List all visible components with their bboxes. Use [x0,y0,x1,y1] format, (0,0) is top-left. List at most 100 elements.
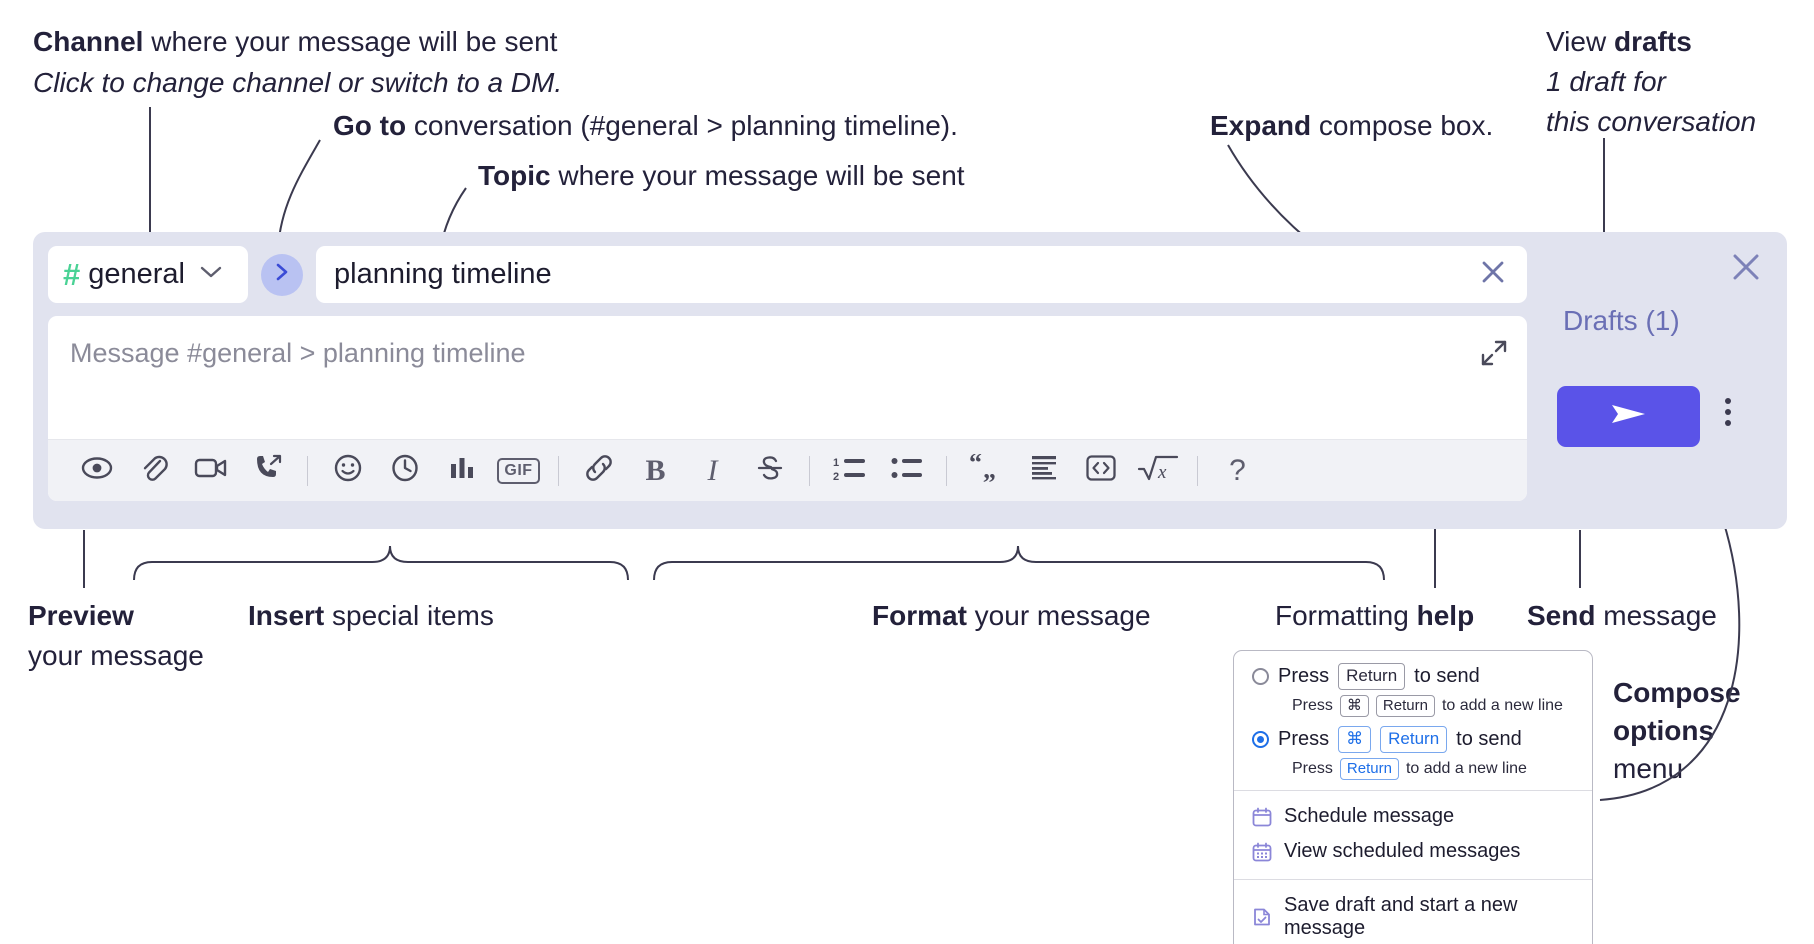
code-block-button[interactable] [1015,447,1072,495]
code-brackets-icon [1085,453,1117,488]
ordered-list-button[interactable]: 1 2 [821,447,878,495]
send-button[interactable] [1557,386,1700,447]
annotation-expand-bold: Expand [1210,110,1312,141]
annotation-compose-line3: menu [1613,752,1684,784]
annotation-send: Send message [1527,598,1717,634]
document-check-icon [1252,907,1272,927]
option1-sub-press: Press [1292,697,1333,715]
italic-button[interactable]: I [684,447,741,495]
inline-code-button[interactable] [1072,447,1129,495]
emoji-button[interactable] [319,447,376,495]
annotation-channel-bold: Channel [33,26,144,57]
annotation-format-bold: Format [872,600,967,631]
option1-sub-key-return: Return [1375,694,1435,718]
link-button[interactable] [570,447,627,495]
drafts-link[interactable]: Drafts (1) [1563,305,1680,336]
separator-1 [307,455,308,486]
menu-divider-1 [1234,790,1592,792]
radio-return[interactable] [1252,667,1269,685]
annotation-goto: Go to conversation (#general > planning … [333,108,958,144]
annotation-send-bold: Send [1527,600,1596,631]
annotation-preview: Preview your message [28,598,204,674]
chevron-right-icon [274,262,290,287]
quote-icon: “ „ [969,448,1005,487]
menu-item-label: Save draft and start a new message [1284,894,1518,940]
annotation-format: Format your message [872,598,1151,634]
bold-icon: B [645,453,666,487]
annotation-drafts-line2: 1 draft for [1546,65,1666,97]
attach-button[interactable] [125,447,182,495]
ordered-list-icon: 1 2 [833,454,867,487]
annotation-drafts-line3: this conversation [1546,105,1757,137]
separator-5 [1197,455,1198,486]
option1-sub-tail: to add a new line [1441,697,1563,715]
question-mark-icon: ? [1229,453,1246,487]
clock-icon [390,453,420,488]
math-button[interactable]: x [1129,447,1186,495]
annotation-format-rest: your message [966,600,1151,631]
separator-2 [558,455,559,486]
expand-compose-button[interactable] [1479,338,1509,373]
annotation-insert-bold: Insert [248,600,325,631]
svg-text:x: x [1157,462,1167,483]
channel-selector[interactable]: # general [48,246,248,303]
audio-clip-button[interactable] [239,447,296,495]
compose-right-rail: Drafts (1) [1527,232,1787,529]
strikethrough-button[interactable] [741,447,798,495]
compose-options-button[interactable] [1725,398,1731,426]
option2-key-cmd: ⌘ [1338,726,1372,754]
message-placeholder: Message #general > planning timeline [70,338,526,368]
topic-field[interactable]: planning timeline [316,246,1527,303]
annotation-help-pre: Formatting [1275,600,1417,631]
preview-button[interactable] [68,447,125,495]
compose-header-row: # general planning timeline [48,246,1527,303]
annotation-send-rest: message [1595,600,1717,631]
more-options-vertical-icon [1725,398,1731,426]
formatting-help-button[interactable]: ? [1209,447,1266,495]
message-input-box[interactable]: Message #general > planning timeline [48,316,1527,501]
annotation-formatting-help: Formatting help [1275,598,1474,634]
radio-cmd-return[interactable] [1252,731,1269,749]
annotation-expand: Expand compose box. [1210,108,1493,144]
option2-sub-tail: to add a new line [1405,760,1527,778]
paperclip-icon [140,453,168,488]
send-option-cmd-return[interactable]: Press ⌘ Return to send Press Return to a… [1234,726,1592,781]
annotation-compose-line2: options [1613,714,1715,746]
annotation-insert: Insert special items [248,598,494,634]
menu-item-save-draft[interactable]: Save draft and start a new message [1234,888,1592,944]
annotation-drafts-pre: View [1546,26,1614,57]
menu-item-view-scheduled[interactable]: View scheduled messages [1234,834,1592,869]
gif-button[interactable]: GIF [490,447,547,495]
close-icon[interactable] [1477,256,1509,293]
annotation-preview-line2: your message [28,639,204,671]
svg-text:“: “ [969,454,982,477]
phone-arrow-icon [253,453,283,488]
bulleted-list-button[interactable] [878,447,935,495]
svg-text:2: 2 [833,471,839,482]
poll-button[interactable] [433,447,490,495]
bar-chart-icon [448,455,476,486]
smiley-icon [333,453,363,488]
blockquote-button[interactable]: “ „ [958,447,1015,495]
annotation-expand-rest: compose box. [1311,110,1494,141]
strikethrough-icon [756,453,784,488]
option1-key-return: Return [1338,663,1406,690]
video-clip-button[interactable] [182,447,239,495]
annotation-topic: Topic where your message will be sent [478,158,965,194]
calendar-icon [1252,807,1272,827]
option2-sub-key-return: Return [1339,758,1399,781]
annotation-help-bold: help [1416,600,1475,631]
video-camera-icon [194,456,228,485]
menu-divider-2 [1234,879,1592,881]
close-compose-button[interactable] [1729,250,1763,289]
reminder-button[interactable] [376,447,433,495]
gif-icon: GIF [497,457,540,484]
compose-panel: # general planning timeline [33,232,1787,529]
send-option-return[interactable]: Press Return to send Press ⌘ Return to a… [1234,663,1592,718]
topic-value: planning timeline [334,258,552,290]
annotation-compose-options: Compose options menu [1613,675,1741,786]
goto-conversation-button[interactable] [261,253,303,296]
formatting-toolbar: GIF B [48,439,1527,501]
bold-button[interactable]: B [627,447,684,495]
menu-item-schedule-message[interactable]: Schedule message [1234,799,1592,834]
